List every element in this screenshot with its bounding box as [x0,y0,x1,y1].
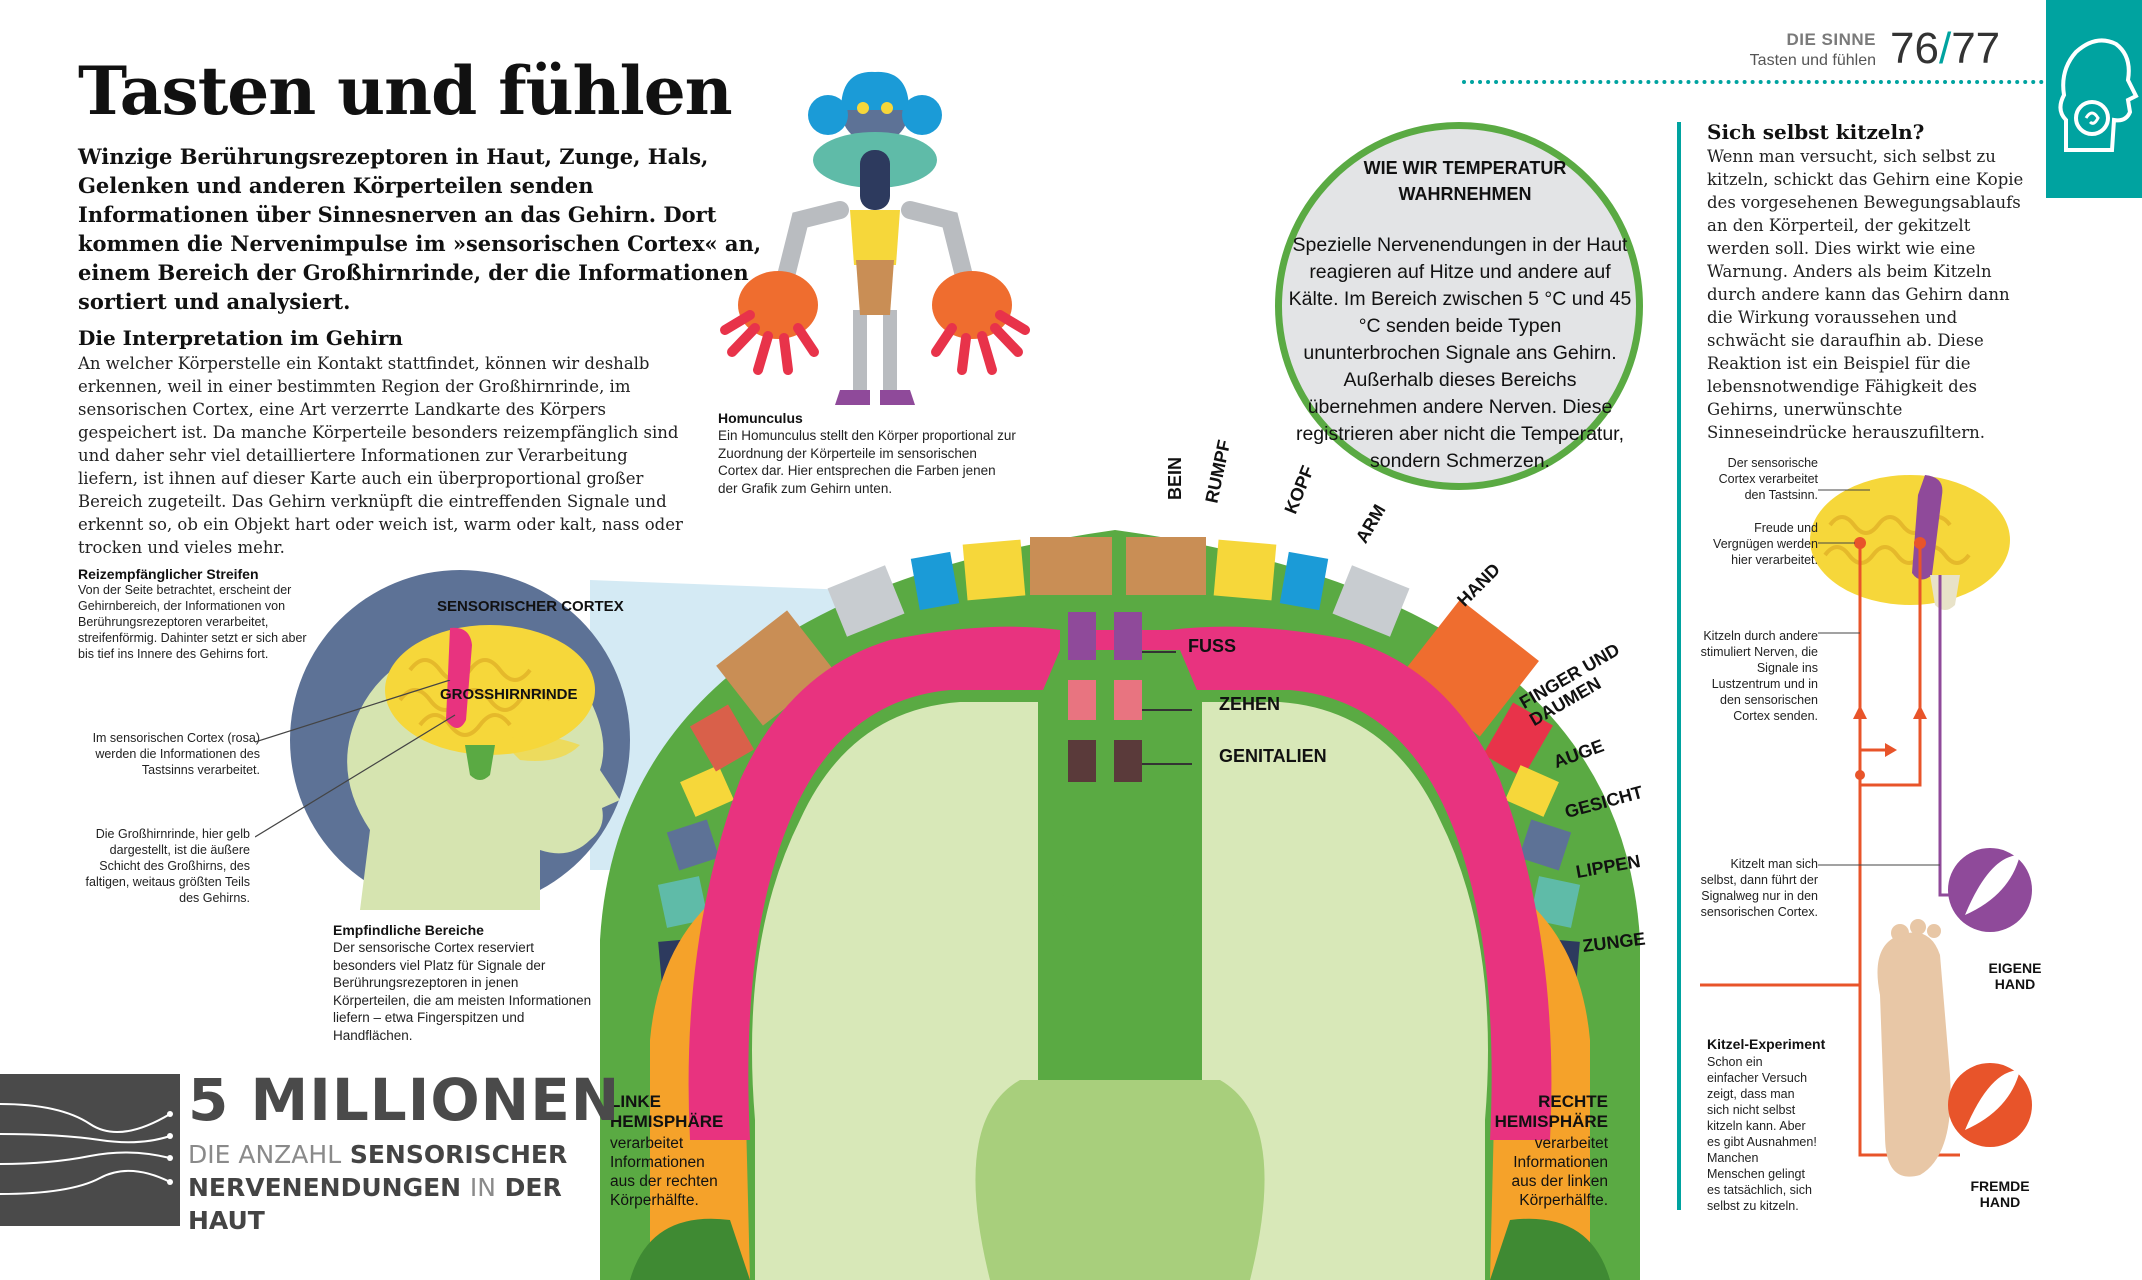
page-left: 76 [1890,24,1939,73]
inset-callout-lines [255,680,456,838]
interpretation-text: An welcher Körperstelle ein Kontakt stat… [78,354,683,557]
page-slash: / [1938,24,1952,73]
nerve-ending-graphic [0,1074,180,1226]
tickle-pathway-diagram [1700,475,2032,1177]
homunculus-text: Ein Homunculus stellt den Körper proport… [718,428,1016,496]
stat-number: 5 MILLIONEN [188,1066,621,1134]
brain-cross-section [600,530,1640,1280]
temperature-text: Spezielle Nervenendungen in der Haut rea… [1288,234,1632,472]
stat-word-2: SENSORISCHER NERVENENDUNGEN [188,1140,568,1202]
label-genitalien: GENITALIEN [1219,746,1327,766]
stat-word-4: DER HAUT [188,1173,562,1235]
note-others: Kitzeln durch andere stimuliert Nerven, … [1700,629,1818,723]
experiment-heading: Kitzel-Experiment [1707,1036,1826,1052]
note-cortex: Der sensorische Cortex verarbeitet den T… [1718,456,1818,502]
stat-caption: DIE ANZAHL SENSORISCHER NERVENENDUNGEN I… [188,1138,578,1237]
section-subtitle: Tasten und fühlen [1749,52,1876,69]
note-self: Kitzelt man sich selbst, dann führt der … [1700,857,1818,919]
stat-word-3: IN [469,1173,496,1202]
own-hand-label: EIGENE HAND [1988,960,2042,992]
label-cerebrum: GROSSHIRNRINDE [440,686,578,703]
label-rumpf: RUMPF [1201,438,1235,505]
note-joy: Freude und Vergnügen werden hier verarbe… [1713,521,1818,567]
header-dotted-rule [1462,80,2052,84]
experiment-text: Schon ein einfacher Versuch zeigt, dass … [1707,1055,1817,1213]
homunculus-heading: Homunculus [718,410,803,426]
page-numbers: 76/77 [1890,24,2000,74]
section-name: DIE SINNE [1786,30,1876,49]
strip-text: Von der Seite betrachtet, erscheint der … [78,583,307,661]
chapter-tab [2046,0,2142,198]
strip-heading: Reizempfänglicher Streifen [78,566,259,582]
cerebrum-note: Die Großhirnrinde, hier gelb dargestellt… [85,827,250,905]
page-right: 77 [1951,24,2001,73]
label-fuss: FUSS [1188,636,1237,656]
stat-word-1: DIE ANZAHL [188,1140,342,1169]
homunculus-figure [720,71,1030,405]
sensitive-heading: Empfindliche Bereiche [333,922,484,938]
temperature-title: WIE WIR TEMPERATUR WAHRNEHMEN [1363,158,1567,204]
label-kopf: KOPF [1280,462,1318,517]
left-hemisphere-heading: LINKE HEMISPHÄRE [610,1092,724,1131]
left-hemisphere-text: verarbeitet Informationen aus der rechte… [610,1135,718,1209]
label-bein: BEIN [1165,456,1185,500]
tickle-text: Wenn man versucht, sich selbst zu kitzel… [1707,147,2024,442]
label-sensory-cortex: SENSORISCHER CORTEX [437,598,624,615]
temperature-box [1275,122,1643,490]
right-hemisphere-text: verarbeitet Informationen aus der linken… [1511,1135,1608,1209]
label-zehen: ZEHEN [1219,694,1281,714]
sidebar-rule [1677,122,1681,1210]
cortex-note: Im sensorischen Cortex (rosa) werden die… [92,731,260,777]
other-hand-label: FREMDE HAND [1970,1178,2030,1210]
head-profile-icon [2058,38,2139,152]
interpretation-heading: Die Interpretation im Gehirn [78,326,403,350]
intro-text: Winzige Berührungsrezeptoren in Haut, Zu… [78,144,762,314]
page-title: Tasten und fühlen [78,52,733,130]
tickle-heading: Sich selbst kitzeln? [1707,120,1925,144]
sensitive-text: Der sensorische Cortex reserviert besond… [333,940,592,1043]
right-hemisphere-heading: RECHTE HEMISPHÄRE [1494,1092,1608,1131]
